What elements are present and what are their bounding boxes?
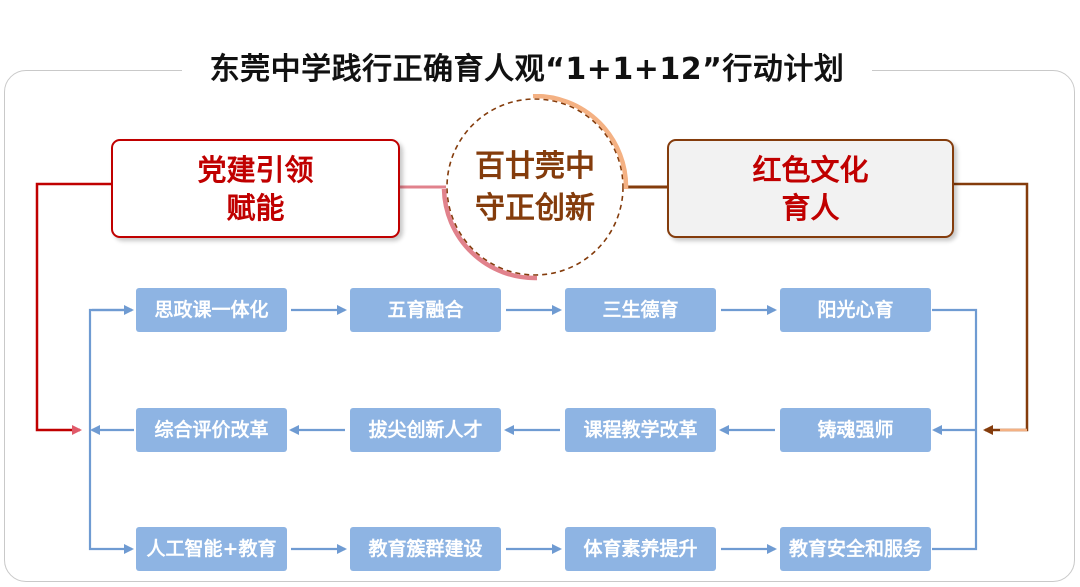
step-top-talent: 拔尖创新人才 [350,408,501,452]
party-leadership-box: 党建引领 赋能 [111,139,400,238]
step-evaluation-reform: 综合评价改革 [136,408,287,452]
left-red-feedback-line [35,182,111,435]
step-education-safety: 教育安全和服务 [780,527,931,571]
center-arc-pink [441,188,538,281]
step-curriculum-reform: 课程教学改革 [565,408,716,452]
step-education-cluster: 教育簇群建设 [350,527,501,571]
center-circle-label: 百廿莞中 守正创新 [475,149,595,226]
step-five-education: 五育融合 [350,288,501,332]
step-teacher-building: 铸魂强师 [780,408,931,452]
page-title: 东莞中学践行正确育人观“1+1+12”行动计划 [182,46,872,94]
center-arc-orange [532,93,629,190]
red-culture-box: 红色文化 育人 [667,139,954,238]
step-ideological-course: 思政课一体化 [136,288,287,332]
step-ai-education: 人工智能+教育 [136,527,287,571]
right-brown-feedback-line [954,182,1029,435]
center-circle [446,98,624,276]
party-leadership-label: 党建引领 赋能 [197,152,314,225]
step-sunshine-mental: 阳光心育 [780,288,931,332]
step-three-life-moral: 三生德育 [565,288,716,332]
red-culture-label: 红色文化 育人 [752,152,869,225]
step-sports-literacy: 体育素养提升 [565,527,716,571]
